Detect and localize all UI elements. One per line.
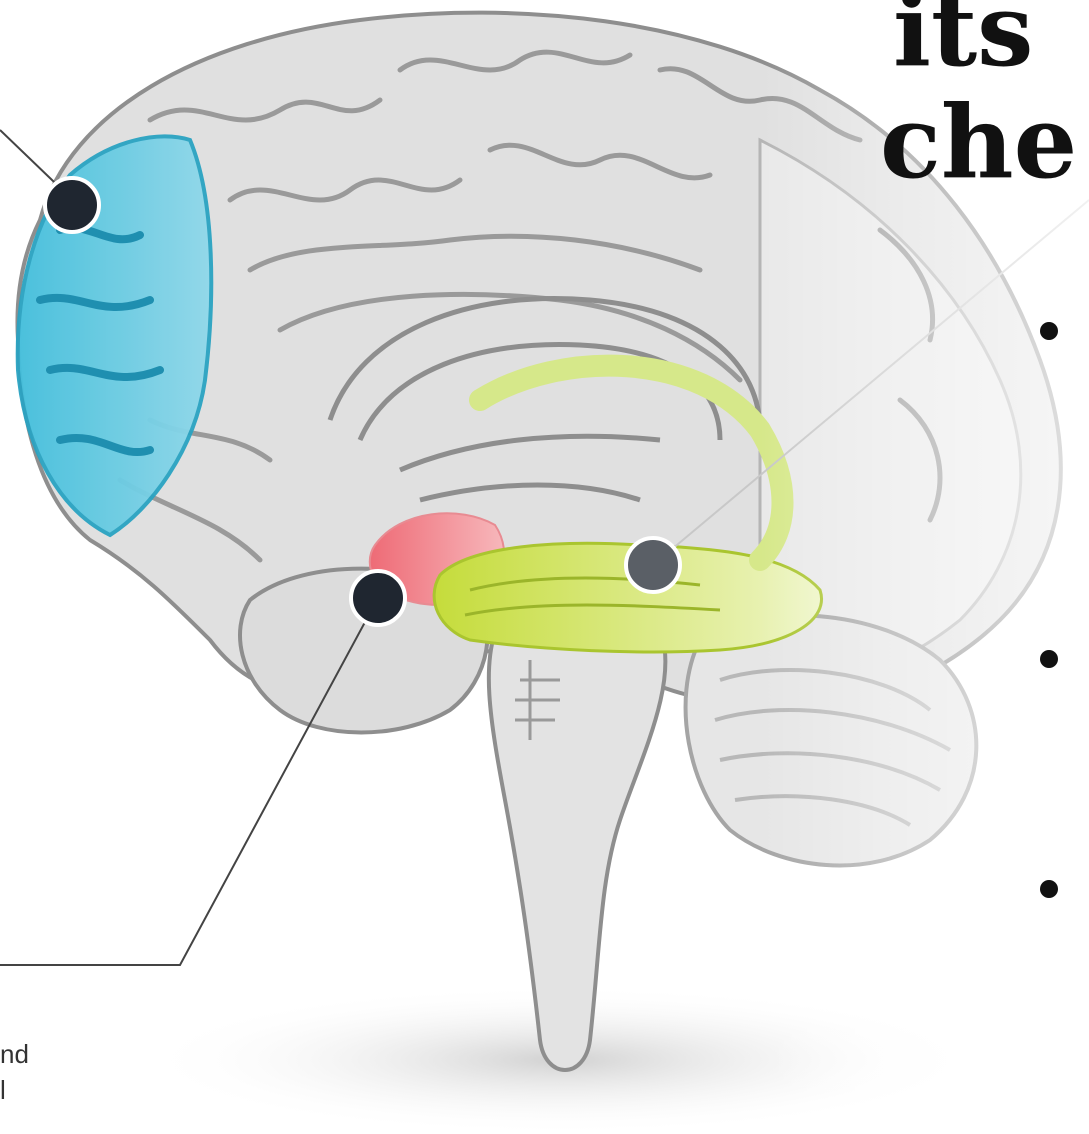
bullet-point-2 bbox=[1040, 650, 1058, 668]
hippocampus-marker bbox=[626, 538, 680, 592]
amygdala-caption: nd l bbox=[0, 1036, 29, 1108]
slide-title-line-2: che bbox=[880, 92, 1077, 192]
bullet-point-1 bbox=[1040, 322, 1058, 340]
amygdala-marker bbox=[351, 571, 405, 625]
slide-title-line-1: its bbox=[893, 0, 1033, 80]
bullet-point-3 bbox=[1040, 880, 1058, 898]
caption-line-2: l bbox=[0, 1075, 6, 1105]
caption-line-1: nd bbox=[0, 1039, 29, 1069]
prefrontal-cortex-marker bbox=[45, 178, 99, 232]
